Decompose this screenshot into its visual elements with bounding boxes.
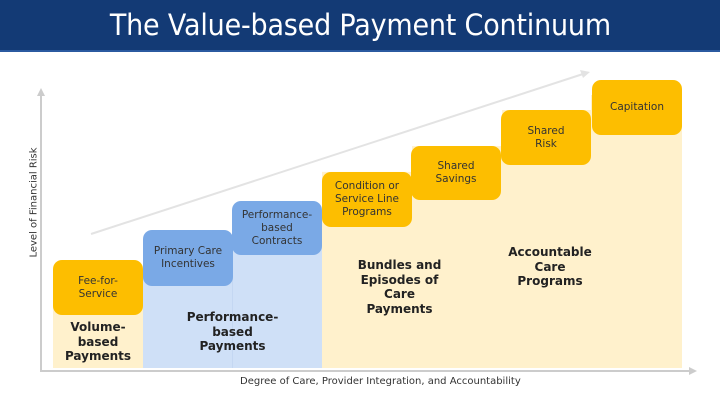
category-performance-based: Performance- based Payments [186, 310, 279, 353]
category-accountable-care: Accountable Care Programs [508, 245, 592, 288]
step-capitation: Capitation [592, 80, 682, 135]
performance-divider [232, 240, 233, 368]
step-label: Shared Savings [435, 160, 477, 185]
step-label: Condition or Service Line Programs [334, 180, 400, 218]
step-label: Primary Care Incentives [153, 245, 223, 270]
step-label: Performance- based Contracts [241, 208, 313, 247]
step-label: Fee-for- Service [78, 274, 118, 300]
step-label: Shared Risk [527, 124, 565, 150]
y-axis-label: Level of Financial Risk [28, 147, 40, 258]
step-shared-savings: Shared Savings [411, 146, 501, 200]
x-axis-label: Degree of Care, Provider Integration, an… [240, 376, 521, 387]
step-performance-based-contracts: Performance- based Contracts [232, 201, 322, 255]
step-primary-care-incentives: Primary Care Incentives [143, 230, 233, 286]
step-label: Capitation [609, 101, 664, 113]
category-bundles-episodes: Bundles and Episodes of Care Payments [357, 258, 442, 316]
step-fee-for-service: Fee-for- Service [53, 260, 143, 315]
page-title: The Value-based Payment Continuum [0, 0, 720, 52]
title-text: The Value-based Payment Continuum [109, 8, 611, 42]
step-condition-service-line: Condition or Service Line Programs [322, 172, 412, 227]
step-shared-risk: Shared Risk [501, 110, 591, 165]
category-volume-based: Volume- based Payments [64, 320, 132, 363]
